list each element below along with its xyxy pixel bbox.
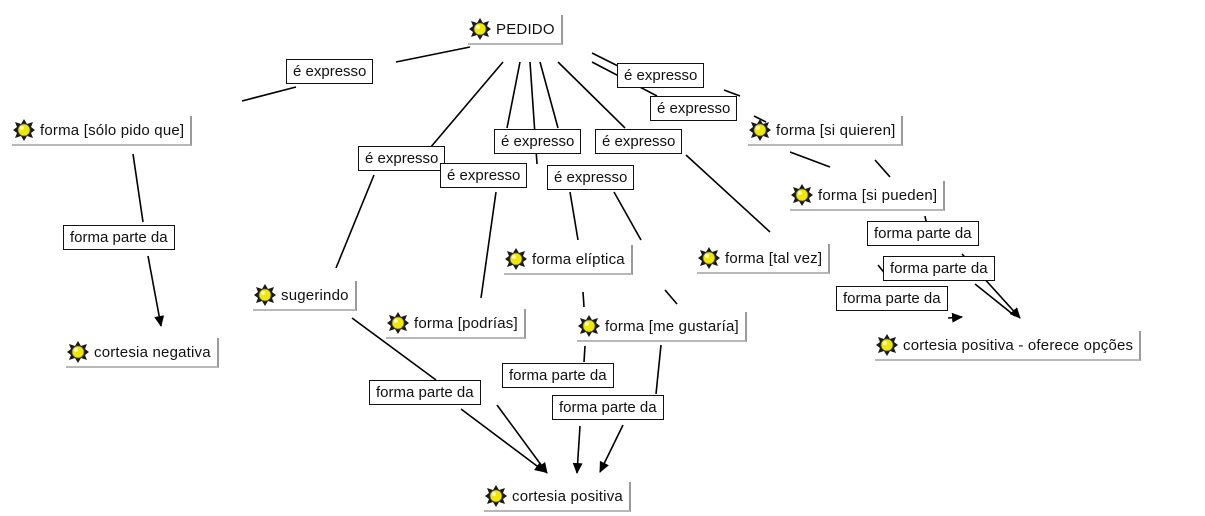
concept-icon xyxy=(791,184,813,206)
edge-line xyxy=(789,151,831,168)
node-label: cortesia negativa xyxy=(94,343,211,361)
concept-icon xyxy=(485,485,507,507)
link-label[interactable]: é expresso xyxy=(547,165,635,190)
node-label: forma [si quieren] xyxy=(776,121,896,139)
link-label[interactable]: é expresso xyxy=(494,129,582,154)
edge-line xyxy=(132,153,144,223)
edge-line xyxy=(723,89,741,97)
node-label: forma elíptica xyxy=(532,250,625,268)
edge-line xyxy=(557,61,626,129)
edge-line xyxy=(664,289,678,305)
edge-line xyxy=(572,425,583,474)
link-label[interactable]: forma parte da xyxy=(867,221,979,246)
link-label[interactable]: é expresso xyxy=(358,146,446,171)
edge-line xyxy=(335,174,375,269)
node-forma-si-pueden[interactable]: forma [si pueden] xyxy=(790,181,946,211)
edge-line xyxy=(147,255,165,327)
node-forma-tal-vez[interactable]: forma [tal vez] xyxy=(697,244,831,274)
node-forma-si-quieren[interactable]: forma [si quieren] xyxy=(748,116,904,146)
edge-line xyxy=(974,283,1016,317)
edge-line xyxy=(480,191,497,299)
edge-line xyxy=(569,191,579,241)
edge-line xyxy=(506,61,521,129)
node-forma-me-gustaria[interactable]: forma [me gustaría] xyxy=(577,312,747,342)
concept-icon xyxy=(698,247,720,269)
node-label: forma [sólo pido que] xyxy=(40,121,185,139)
edge-line xyxy=(924,215,927,222)
concept-icon xyxy=(578,315,600,337)
node-label: forma [podrías] xyxy=(414,314,518,332)
link-label[interactable]: forma parte da xyxy=(502,363,614,388)
node-label: sugerindo xyxy=(281,286,349,304)
link-label[interactable]: forma parte da xyxy=(369,380,481,405)
node-sugerindo[interactable]: sugerindo xyxy=(253,281,357,311)
edge-line xyxy=(429,61,504,149)
edge-line xyxy=(496,404,548,474)
link-label[interactable]: é expresso xyxy=(286,59,374,84)
node-cortesia-negativa[interactable]: cortesia negativa xyxy=(66,338,219,368)
link-label[interactable]: forma parte da xyxy=(883,256,995,281)
node-forma-solo-pido-que[interactable]: forma [sólo pido que] xyxy=(12,116,193,146)
edge-line xyxy=(351,317,437,381)
edge-line xyxy=(582,291,585,308)
link-label[interactable]: forma parte da xyxy=(836,286,948,311)
concept-icon xyxy=(505,248,527,270)
edge-line xyxy=(241,86,297,102)
edge-line xyxy=(460,408,546,473)
node-label: PEDIDO xyxy=(496,20,555,38)
concept-icon xyxy=(67,341,89,363)
edge-line xyxy=(599,424,624,473)
edge-line xyxy=(583,345,586,363)
node-forma-podrias[interactable]: forma [podrías] xyxy=(386,309,526,339)
edge-line xyxy=(874,159,891,178)
link-label[interactable]: é expresso xyxy=(650,96,738,121)
node-pedido[interactable]: PEDIDO xyxy=(468,15,563,45)
node-forma-eliptica[interactable]: forma elíptica xyxy=(504,245,633,275)
link-label[interactable]: forma parte da xyxy=(552,395,664,420)
edge-line xyxy=(947,312,963,323)
edge-line xyxy=(539,61,559,129)
link-label[interactable]: é expresso xyxy=(617,63,705,88)
link-label[interactable]: é expresso xyxy=(440,163,528,188)
node-label: forma [tal vez] xyxy=(725,249,823,267)
edge-line xyxy=(395,46,471,63)
link-label[interactable]: forma parte da xyxy=(63,225,175,250)
link-label[interactable]: é expresso xyxy=(595,129,683,154)
concept-icon xyxy=(469,18,491,40)
node-label: cortesia positiva - oferece opções xyxy=(903,336,1134,354)
node-label: cortesia positiva xyxy=(512,487,623,505)
edge-line xyxy=(685,154,771,233)
node-label: forma [si pueden] xyxy=(818,186,938,204)
edge-line xyxy=(655,344,662,395)
node-label: forma [me gustaría] xyxy=(605,317,739,335)
concept-icon xyxy=(387,312,409,334)
concept-icon xyxy=(13,119,35,141)
concept-icon xyxy=(876,334,898,356)
concept-icon xyxy=(749,119,771,141)
node-cortesia-positiva[interactable]: cortesia positiva xyxy=(484,482,631,512)
edge-line xyxy=(591,52,619,67)
edge-line xyxy=(613,191,642,241)
concept-icon xyxy=(254,284,276,306)
node-cortesia-positiva-oferece-opcoes[interactable]: cortesia positiva - oferece opções xyxy=(875,331,1142,361)
